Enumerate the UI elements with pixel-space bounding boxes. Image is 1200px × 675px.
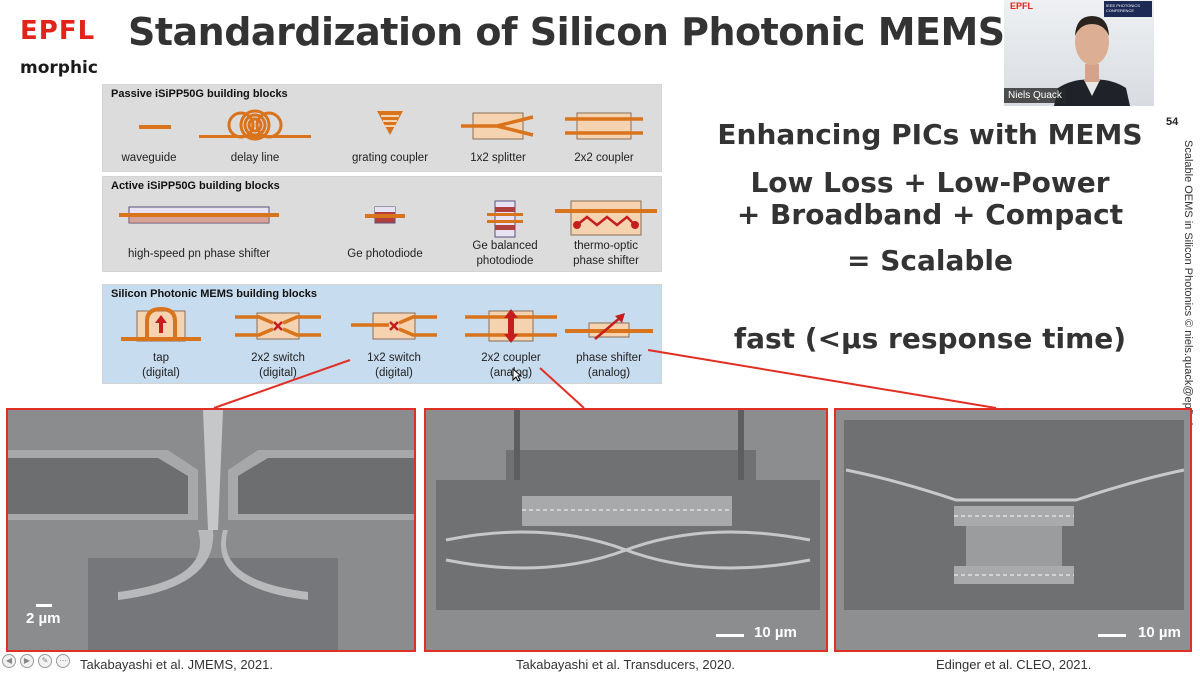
- active-panel-title: Active iSiPP50G building blocks: [111, 180, 280, 192]
- presenter-avatar: [1054, 16, 1130, 106]
- sem-image-3: [836, 410, 1190, 650]
- delay-line-block: delay line: [195, 107, 315, 169]
- ge-photodiode-block: Ge photodiode: [335, 199, 435, 269]
- caption-2: Takabayashi et al. Transducers, 2020.: [516, 657, 735, 672]
- waveguide-block: waveguide: [109, 107, 189, 169]
- mems-2x2-switch-label: 2x2 switch(digital): [251, 352, 305, 379]
- grating-coupler-icon: [377, 111, 403, 135]
- ge-photodiode-label: Ge photodiode: [347, 248, 423, 260]
- sem-3-scale-label: 10 µm: [1138, 624, 1181, 641]
- mems-1x2-switch-label: 1x2 switch(digital): [367, 352, 421, 379]
- sem-1-scale-label: 2 µm: [26, 610, 61, 627]
- benefits-line-2: + Broadband + Compact: [736, 198, 1124, 231]
- sem-micrograph-3: 10 µm: [834, 408, 1192, 652]
- mems-phase-shifter-label: phase shifter(analog): [576, 352, 642, 379]
- pen-icon[interactable]: ✎: [38, 654, 52, 668]
- mems-tap-label: tap(digital): [142, 352, 180, 379]
- pn-phase-shifter-label: high-speed pn phase shifter: [128, 248, 270, 260]
- pn-phase-shifter-icon: [119, 206, 279, 224]
- active-building-blocks-panel: Active iSiPP50G building blocks high-spe…: [102, 176, 662, 272]
- presenter-nametag: Niels Quack: [1004, 88, 1066, 103]
- morphic-logo: morphic: [20, 58, 98, 78]
- coupler-2x2-label: 2x2 coupler: [574, 152, 634, 164]
- grating-coupler-block: grating coupler: [339, 107, 441, 169]
- caption-3: Edinger et al. CLEO, 2021.: [936, 657, 1092, 672]
- grating-coupler-label: grating coupler: [351, 152, 429, 164]
- sem-2-scale-line: [716, 634, 744, 637]
- epfl-logo: EPFL: [20, 16, 96, 46]
- sem-1-scale-bar: 2 µm: [26, 604, 61, 627]
- video-conference-banner: IEEE PHOTONICS CONFERENCE: [1104, 1, 1152, 17]
- coupler-2x2-block: 2x2 coupler: [559, 107, 649, 169]
- sem-image-1: [8, 410, 414, 650]
- caption-1: Takabayashi et al. JMEMS, 2021.: [80, 657, 273, 672]
- benefits-line-1: Low Loss + Low-Power: [750, 166, 1110, 199]
- sem-micrograph-2: 10 µm: [424, 408, 828, 652]
- sem-2-scale-bar: 10 µm: [716, 624, 797, 641]
- mems-2x2-switch-block: 2x2 switch(digital): [229, 305, 327, 383]
- response-time-note: fast (<µs response time): [733, 322, 1127, 355]
- splitter-icon: [461, 112, 534, 140]
- mems-2x2-coupler-block: 2x2 coupler(analog): [461, 305, 561, 383]
- mems-2x2-coupler-icon: [465, 309, 557, 343]
- waveguide-icon: [139, 125, 171, 129]
- mouse-cursor-icon: [512, 368, 522, 382]
- splitter-label: 1x2 splitter: [470, 152, 526, 164]
- coupler-2x2-icon: [565, 112, 643, 140]
- waveguide-label: waveguide: [121, 152, 177, 164]
- video-epfl-logo: EPFL: [1010, 1, 1034, 11]
- passive-panel-title: Passive iSiPP50G building blocks: [111, 88, 288, 100]
- ge-photodiode-icon: [365, 206, 405, 224]
- sem-image-2: [426, 410, 826, 650]
- side-copyright-text: Scalable OEMS in Silicon Photonics © nie…: [1182, 140, 1194, 429]
- slide-title: Standardization of Silicon Photonic MEMS: [128, 10, 1005, 54]
- thermo-optic-phase-shifter-icon: [555, 200, 657, 236]
- prev-slide-icon[interactable]: ◀: [2, 654, 16, 668]
- mems-tap-block: tap(digital): [117, 305, 205, 383]
- splitter-block: 1x2 splitter: [453, 107, 543, 169]
- sem-2-scale-label: 10 µm: [754, 624, 797, 641]
- mems-tap-icon: [121, 306, 201, 342]
- heading-enhancing-pics: Enhancing PICs with MEMS: [717, 118, 1143, 151]
- mems-2x2-switch-icon: [235, 312, 321, 340]
- next-slide-icon[interactable]: ▶: [20, 654, 34, 668]
- pn-phase-shifter-block: high-speed pn phase shifter: [109, 199, 289, 269]
- mems-panel-title: Silicon Photonic MEMS building blocks: [111, 288, 317, 300]
- sem-micrograph-1: 2 µm: [6, 408, 416, 652]
- benefits-result: = Scalable: [847, 244, 1013, 277]
- delay-line-icon: [199, 109, 311, 141]
- mems-1x2-switch-block: 1x2 switch(digital): [345, 305, 443, 383]
- mems-building-blocks-panel: Silicon Photonic MEMS building blocks ta…: [102, 284, 662, 384]
- mems-1x2-switch-icon: [351, 312, 437, 340]
- sem-3-scale-line: [1098, 634, 1126, 637]
- mems-2x2-coupler-label: 2x2 coupler(analog): [481, 352, 541, 379]
- menu-icon[interactable]: ⋯: [56, 654, 70, 668]
- mems-phase-shifter-block: phase shifter(analog): [559, 305, 659, 383]
- passive-building-blocks-panel: Passive iSiPP50G building blocks wavegui…: [102, 84, 662, 172]
- slide-number: 54: [1166, 116, 1179, 128]
- mems-phase-shifter-icon: [565, 313, 653, 340]
- delay-line-label: delay line: [230, 152, 280, 164]
- presenter-video[interactable]: EPFL IEEE PHOTONICS CONFERENCE Niels Qua…: [1004, 0, 1154, 106]
- sem-3-scale-bar: 10 µm: [1098, 624, 1181, 641]
- sem-1-scale-line: [36, 604, 52, 607]
- ge-balanced-photodiode-icon: [487, 200, 523, 238]
